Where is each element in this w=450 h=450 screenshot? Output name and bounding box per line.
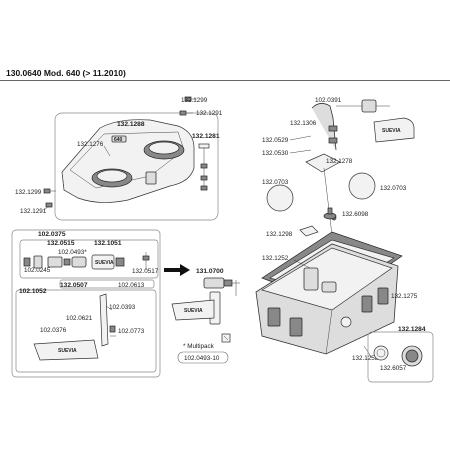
drain-group-box <box>367 331 434 383</box>
label-132-1281: 132.1281 <box>192 133 220 140</box>
label-132-0507: 132.0507 <box>60 282 88 289</box>
brand-label-assembly: SUEVIA <box>184 308 203 314</box>
subgroup-box-102-1052 <box>15 289 157 373</box>
complete-valve-131-0700: SUEVIA <box>171 277 240 325</box>
label-102-0375: 102.0375 <box>38 231 66 238</box>
label-132-1288: 132.1288 <box>117 121 145 128</box>
lid-assembly: 640 <box>61 119 195 203</box>
subgroup-box-132-0515 <box>19 239 159 279</box>
paddle-102-0376: SUEVIA <box>33 339 99 361</box>
valve-body-132-0515 <box>23 255 87 269</box>
brand-label-valve: SUEVIA <box>95 260 114 266</box>
label-102-0245: 102.0245 <box>24 267 51 274</box>
subgroup-box-132-0507 <box>59 279 155 289</box>
brand-label-top: SUEVIA <box>382 128 401 134</box>
label-132-1284: 132.1284 <box>398 326 426 333</box>
label-132-0517: 132.0517 <box>132 268 159 275</box>
label-132-6057: 132.6057 <box>380 365 407 372</box>
label-102-0621: 102.0621 <box>66 315 93 322</box>
float-ball-left <box>266 184 294 212</box>
assembly-arrow <box>164 264 190 276</box>
label-132-1291-a: 132.1291 <box>196 110 223 117</box>
label-132-1252: 132.1252 <box>262 255 289 262</box>
label-132-6098: 132.6098 <box>342 211 369 218</box>
label-132-1258: 132.1258 <box>352 355 379 362</box>
label-132-1051: 132.1051 <box>94 240 122 247</box>
label-132-1276: 132.1276 <box>77 141 104 148</box>
multipack-icon <box>221 333 231 343</box>
label-102-0613: 102.0613 <box>118 282 145 289</box>
label-131-0700: 131.0700 <box>196 268 224 275</box>
label-102-0773: 102.0773 <box>118 328 145 335</box>
drain-plug-132-1284 <box>373 345 423 367</box>
label-132-1291-b: 132.1291 <box>20 208 47 215</box>
float-ball-right <box>348 172 376 200</box>
label-132-0530: 132.0530 <box>262 150 289 157</box>
page-title: 130.0640 Mod. 640 (> 11.2010) <box>6 68 126 78</box>
valve-group-box-102-0375 <box>11 229 161 378</box>
screw-132-1291-a <box>179 110 193 116</box>
label-132-0703-a: 132.0703 <box>262 179 289 186</box>
water-tank-132-1275 <box>255 231 403 355</box>
label-102-0391: 102.0391 <box>315 97 342 104</box>
lever-102-0393 <box>99 293 113 347</box>
stopper-132-0517 <box>142 252 150 270</box>
valve-cover-suevia-top: SUEVIA <box>373 117 415 143</box>
feed-pipe-assembly <box>311 99 390 151</box>
valve-knob-132-6098 <box>323 207 337 220</box>
brand-label-paddle: SUEVIA <box>58 348 77 354</box>
label-132-1306: 132.1306 <box>290 120 317 127</box>
label-132-0515: 132.0515 <box>47 240 75 247</box>
label-102-0493-10: 102.0493-10 <box>184 355 220 362</box>
gasket-132-1298 <box>299 225 319 237</box>
label-132-1299-a: 132.1299 <box>181 97 208 104</box>
label-102-0376: 102.0376 <box>40 327 67 334</box>
screw-132-1299-a <box>184 96 197 102</box>
multipack-box <box>177 351 229 364</box>
label-132-1275: 132.1275 <box>391 293 418 300</box>
label-132-1298: 132.1298 <box>266 231 293 238</box>
title-divider <box>0 80 450 81</box>
label-132-1299-b: 132.1299 <box>15 189 42 196</box>
label-132-0529: 132.0529 <box>262 137 289 144</box>
label-102-0393: 102.0393 <box>109 304 136 311</box>
valve-cover-132-1051: SUEVIA <box>91 254 125 270</box>
label-102-1052: 102.1052 <box>19 288 47 295</box>
multipack-label: * Multipack <box>183 343 215 350</box>
label-132-0703-b: 132.0703 <box>380 185 407 192</box>
screw-132-1299-b <box>43 188 56 194</box>
label-132-1278: 132.1278 <box>326 158 353 165</box>
lid-model-label: 640 <box>114 137 123 143</box>
lid-group-box <box>54 112 219 221</box>
spring-102-0773 <box>109 325 116 337</box>
label-102-0493-star: 102.0493* <box>58 249 87 256</box>
screw-132-1291-b <box>43 202 53 211</box>
pin-132-1281 <box>198 143 210 191</box>
